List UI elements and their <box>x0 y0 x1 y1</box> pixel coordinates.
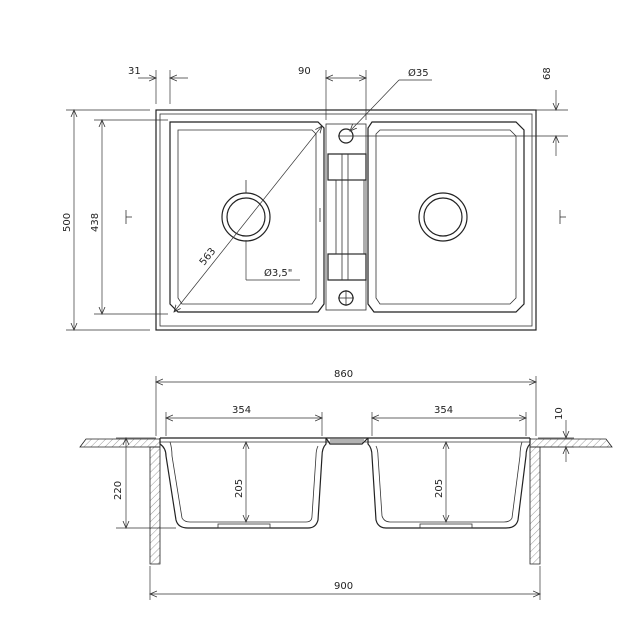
left-bowl <box>169 121 325 313</box>
left-drain <box>221 180 271 242</box>
center-divider <box>319 123 367 311</box>
dim-68-label: 68 <box>542 67 553 80</box>
dim-563-label: 563 <box>198 246 219 268</box>
dim-205-right-label: 205 <box>434 479 445 498</box>
section-view: 860 354 354 10 220 205 205 900 <box>79 369 613 600</box>
sink-outline <box>155 109 537 331</box>
countertop-left <box>79 438 161 448</box>
dim-90-label: 90 <box>298 66 311 77</box>
dim-d35-label: Ø35 <box>408 67 429 79</box>
dim-10-label: 10 <box>554 407 565 420</box>
dim-500-label: 500 <box>62 213 73 232</box>
sink-inner-outline <box>159 113 533 327</box>
top-view: 31 90 Ø35 68 500 438 563 Ø3,5" <box>62 66 568 330</box>
dim-860-label: 860 <box>334 369 353 380</box>
dim-438-label: 438 <box>90 213 101 232</box>
dim-31-label: 31 <box>128 66 141 77</box>
dim-d35in-label: Ø3,5" <box>264 267 292 279</box>
right-bowl <box>367 121 525 313</box>
dim-354-right-label: 354 <box>434 405 453 416</box>
right-bowl-profile <box>367 438 531 529</box>
countertop-right <box>529 438 613 448</box>
dim-354-left-label: 354 <box>232 405 251 416</box>
dim-205-left-label: 205 <box>234 479 245 498</box>
right-drain <box>418 192 468 242</box>
dim-220-label: 220 <box>113 481 124 500</box>
dim-900-label: 900 <box>334 581 353 592</box>
